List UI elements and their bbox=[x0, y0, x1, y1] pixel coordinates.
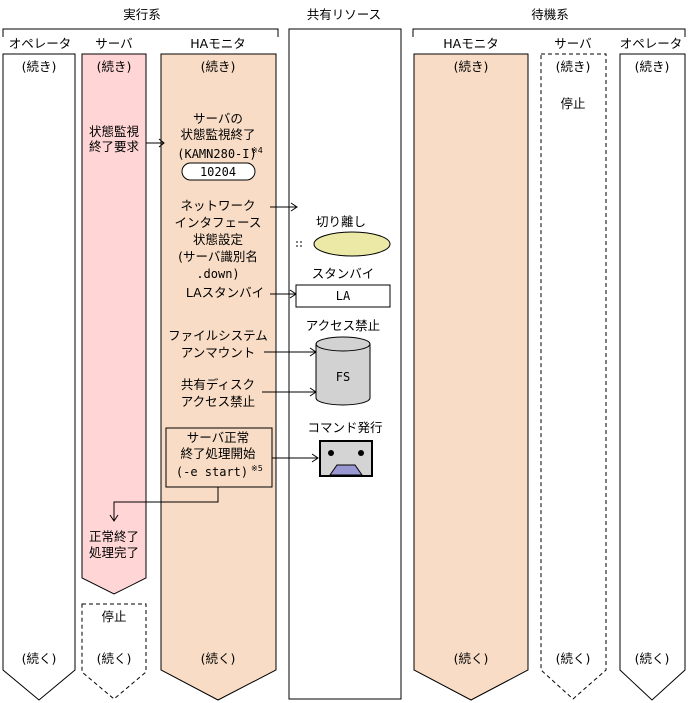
command-terminal-icon bbox=[319, 440, 373, 477]
fs-disk-icon bbox=[315, 336, 371, 406]
fs-label: FS bbox=[336, 370, 350, 384]
la-standby-label: LAスタンバイ bbox=[186, 285, 264, 300]
cont-bottom-active-operator: (続く) bbox=[22, 651, 57, 666]
arrow-end-request bbox=[146, 138, 165, 148]
network-line2: インタフェース bbox=[175, 215, 262, 230]
cont-bottom-standby-operator: (続く) bbox=[635, 651, 670, 666]
fs-unmount-line2: アンマウント bbox=[181, 345, 256, 360]
cont-top-standby-server: (続き) bbox=[556, 59, 591, 74]
ha-monitor-end-line1: サーバの bbox=[193, 111, 243, 126]
normal-end-done-line1: 正常終了 bbox=[89, 529, 139, 544]
message-code: 10204 bbox=[200, 165, 236, 179]
arrow-network bbox=[270, 202, 298, 212]
network-line5: .down) bbox=[196, 267, 239, 281]
network-interface-ellipse bbox=[313, 231, 391, 257]
lane-active-server-stopped bbox=[81, 603, 147, 700]
group-header-shared: 共有リソース bbox=[307, 7, 381, 22]
lane-header-standby-ha: HAモニタ bbox=[443, 36, 498, 51]
lane-active-server bbox=[81, 53, 147, 595]
detach-label: 切り離し bbox=[316, 214, 366, 229]
network-line4: (サーバ識別名 bbox=[178, 249, 258, 264]
arrow-command bbox=[272, 453, 319, 463]
cont-bottom-standby-ha: (続く) bbox=[454, 651, 489, 666]
cont-top-active-ha: (続き) bbox=[201, 59, 236, 74]
group-label-shared: 共有リソース bbox=[307, 7, 381, 22]
lane-standby-operator bbox=[619, 53, 686, 701]
lane-header-active-server: サーバ bbox=[95, 36, 132, 51]
fs-unmount-line1: ファイルシステム bbox=[168, 328, 268, 343]
lane-header-active-operator: オペレータ bbox=[9, 36, 72, 51]
server-stop-start-line1: サーバ正常 bbox=[187, 430, 249, 445]
cont-bottom-standby-server: (続く) bbox=[556, 651, 591, 666]
cont-top-standby-ha: (続き) bbox=[454, 59, 489, 74]
network-line1: ネットワーク bbox=[180, 198, 255, 213]
lane-header-standby-server: サーバ bbox=[554, 36, 591, 51]
cont-bottom-active-server: (続く) bbox=[97, 651, 132, 666]
group-label-standby: 待機系 bbox=[531, 7, 569, 22]
note-5-marker: ※5 bbox=[251, 464, 263, 473]
ha-monitor-end-line2: 状態監視終了 bbox=[180, 127, 255, 142]
lane-header-standby-operator: オペレータ bbox=[620, 36, 683, 51]
la-box bbox=[295, 284, 391, 308]
note-4-marker: ※4 bbox=[251, 146, 263, 155]
group-label-active: 実行系 bbox=[123, 7, 161, 22]
lane-active-operator bbox=[2, 53, 76, 701]
standby-server-stop-label: 停止 bbox=[560, 96, 585, 111]
ha-message-id: (KAMN280-I) bbox=[177, 147, 256, 161]
disk-block-line1: 共有ディスク bbox=[181, 377, 255, 392]
lane-active-ha-monitor bbox=[160, 53, 277, 701]
status-monitor-end-request-line2: 終了要求 bbox=[89, 139, 140, 154]
server-stop-start-line2: 終了処理開始 bbox=[180, 446, 256, 461]
lane-standby-ha-monitor bbox=[413, 53, 529, 701]
cont-top-active-server: (続き) bbox=[97, 59, 132, 74]
active-server-stop-label: 停止 bbox=[101, 609, 126, 624]
command-issue-label: コマンド発行 bbox=[307, 420, 382, 435]
message-code-box bbox=[181, 162, 256, 181]
standby-resource-label: スタンバイ bbox=[312, 266, 375, 281]
normal-end-done-line2: 処理完了 bbox=[89, 545, 139, 560]
la-box-label: LA bbox=[336, 289, 351, 303]
disk-block-line2: アクセス禁止 bbox=[181, 394, 255, 409]
lane-header-active-ha: HAモニタ bbox=[190, 36, 245, 51]
cont-bottom-active-ha: (続く) bbox=[201, 651, 236, 666]
lane-standby-server bbox=[540, 53, 607, 700]
access-block-label: アクセス禁止 bbox=[306, 318, 380, 333]
arrow-return-normal-end bbox=[109, 487, 219, 522]
group-header-standby: 待機系 bbox=[412, 7, 686, 37]
e-start-option: (-e start) bbox=[176, 465, 248, 479]
cont-top-standby-operator: (続き) bbox=[635, 59, 670, 74]
cont-top-active-operator: (続き) bbox=[22, 59, 57, 74]
status-monitor-end-request-line1: 状態監視 bbox=[89, 124, 140, 139]
group-header-active: 実行系 bbox=[2, 7, 279, 37]
network-line3: 状態設定 bbox=[193, 232, 243, 247]
